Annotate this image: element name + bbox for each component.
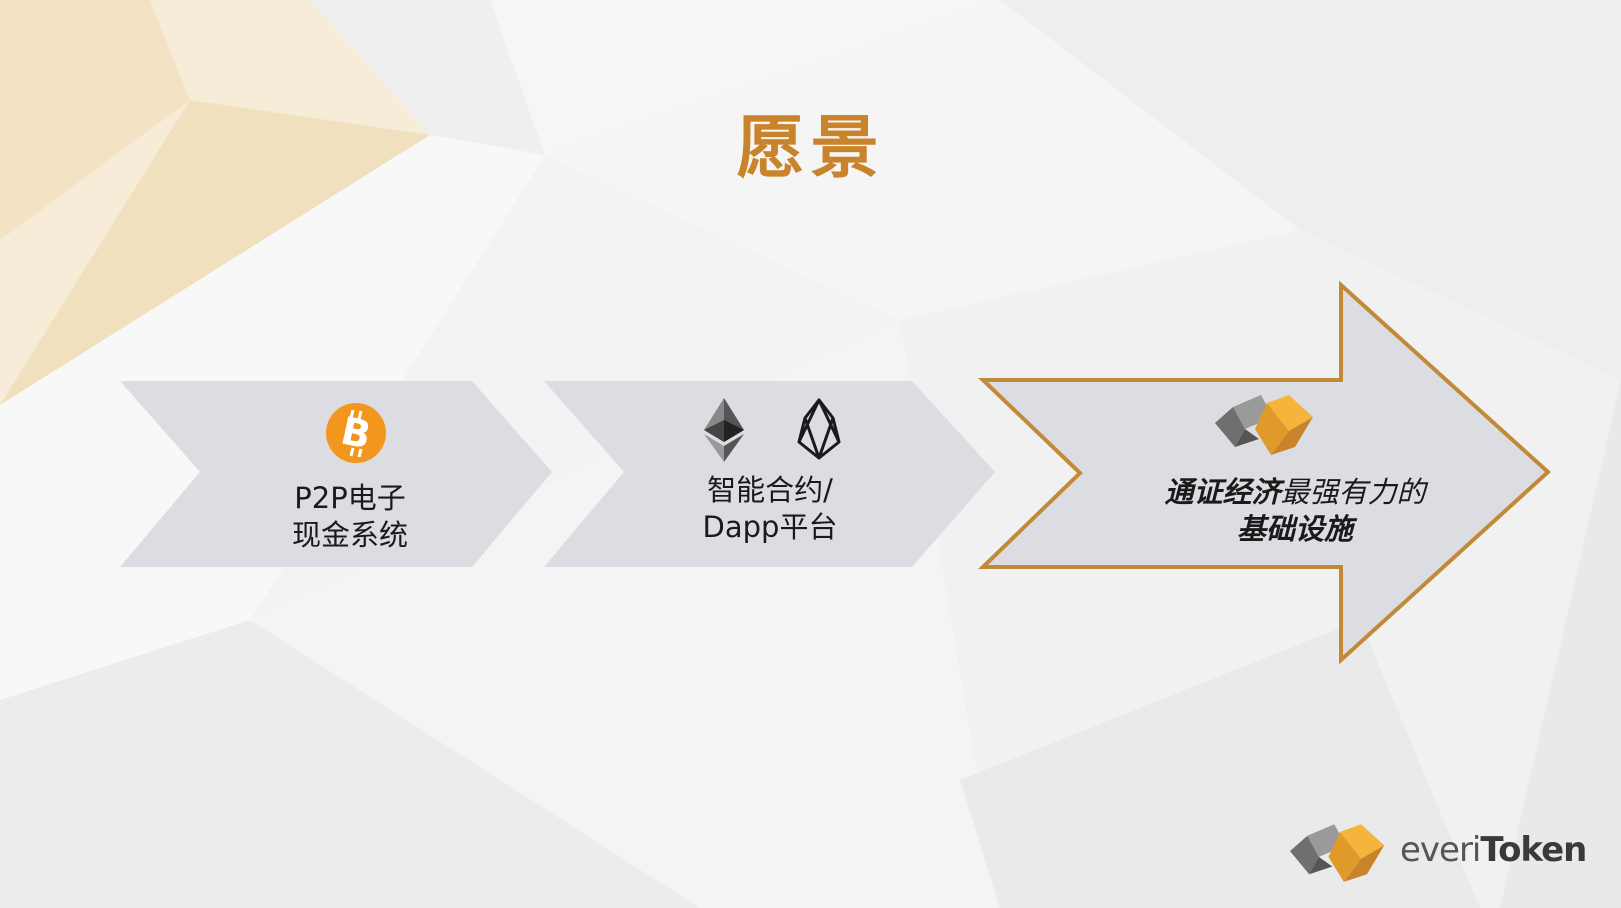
eos-icon: [797, 398, 841, 460]
step-3-line-2: 基础设施: [1236, 512, 1353, 546]
ethereum-icon: [704, 398, 744, 462]
step-3-line-1-rest: 最强有力的: [1280, 475, 1426, 509]
step-1-line-2: 现金系统: [291, 518, 408, 552]
page-title: 愿景: [736, 109, 885, 188]
brand-name-light: everi: [1400, 830, 1481, 870]
chevron-step-1: [120, 381, 552, 567]
chevron-step-2: [544, 381, 995, 567]
arrow-step-3: [978, 280, 1551, 665]
step-2-line-2: Dapp平台: [702, 510, 838, 544]
step-2-label: 智能合约/ Dapp平台: [660, 472, 880, 546]
brand-name: everiToken: [1400, 830, 1587, 870]
brand-logo-icon: [1290, 824, 1385, 882]
step-1-line-1: P2P电子: [294, 481, 406, 515]
step-3-line-1-bold: 通证经济: [1164, 475, 1281, 509]
step-3-line-1: 通证经济最强有力的: [1120, 474, 1470, 511]
brand-name-bold: Token: [1480, 830, 1587, 870]
step-1-label: P2P电子 现金系统: [240, 480, 460, 554]
everitoken-logo-icon: [1215, 395, 1313, 455]
bitcoin-icon: B: [326, 403, 386, 463]
step-2-line-1: 智能合约/: [707, 473, 833, 507]
step-3-label: 通证经济最强有力的 基础设施: [1120, 474, 1470, 548]
